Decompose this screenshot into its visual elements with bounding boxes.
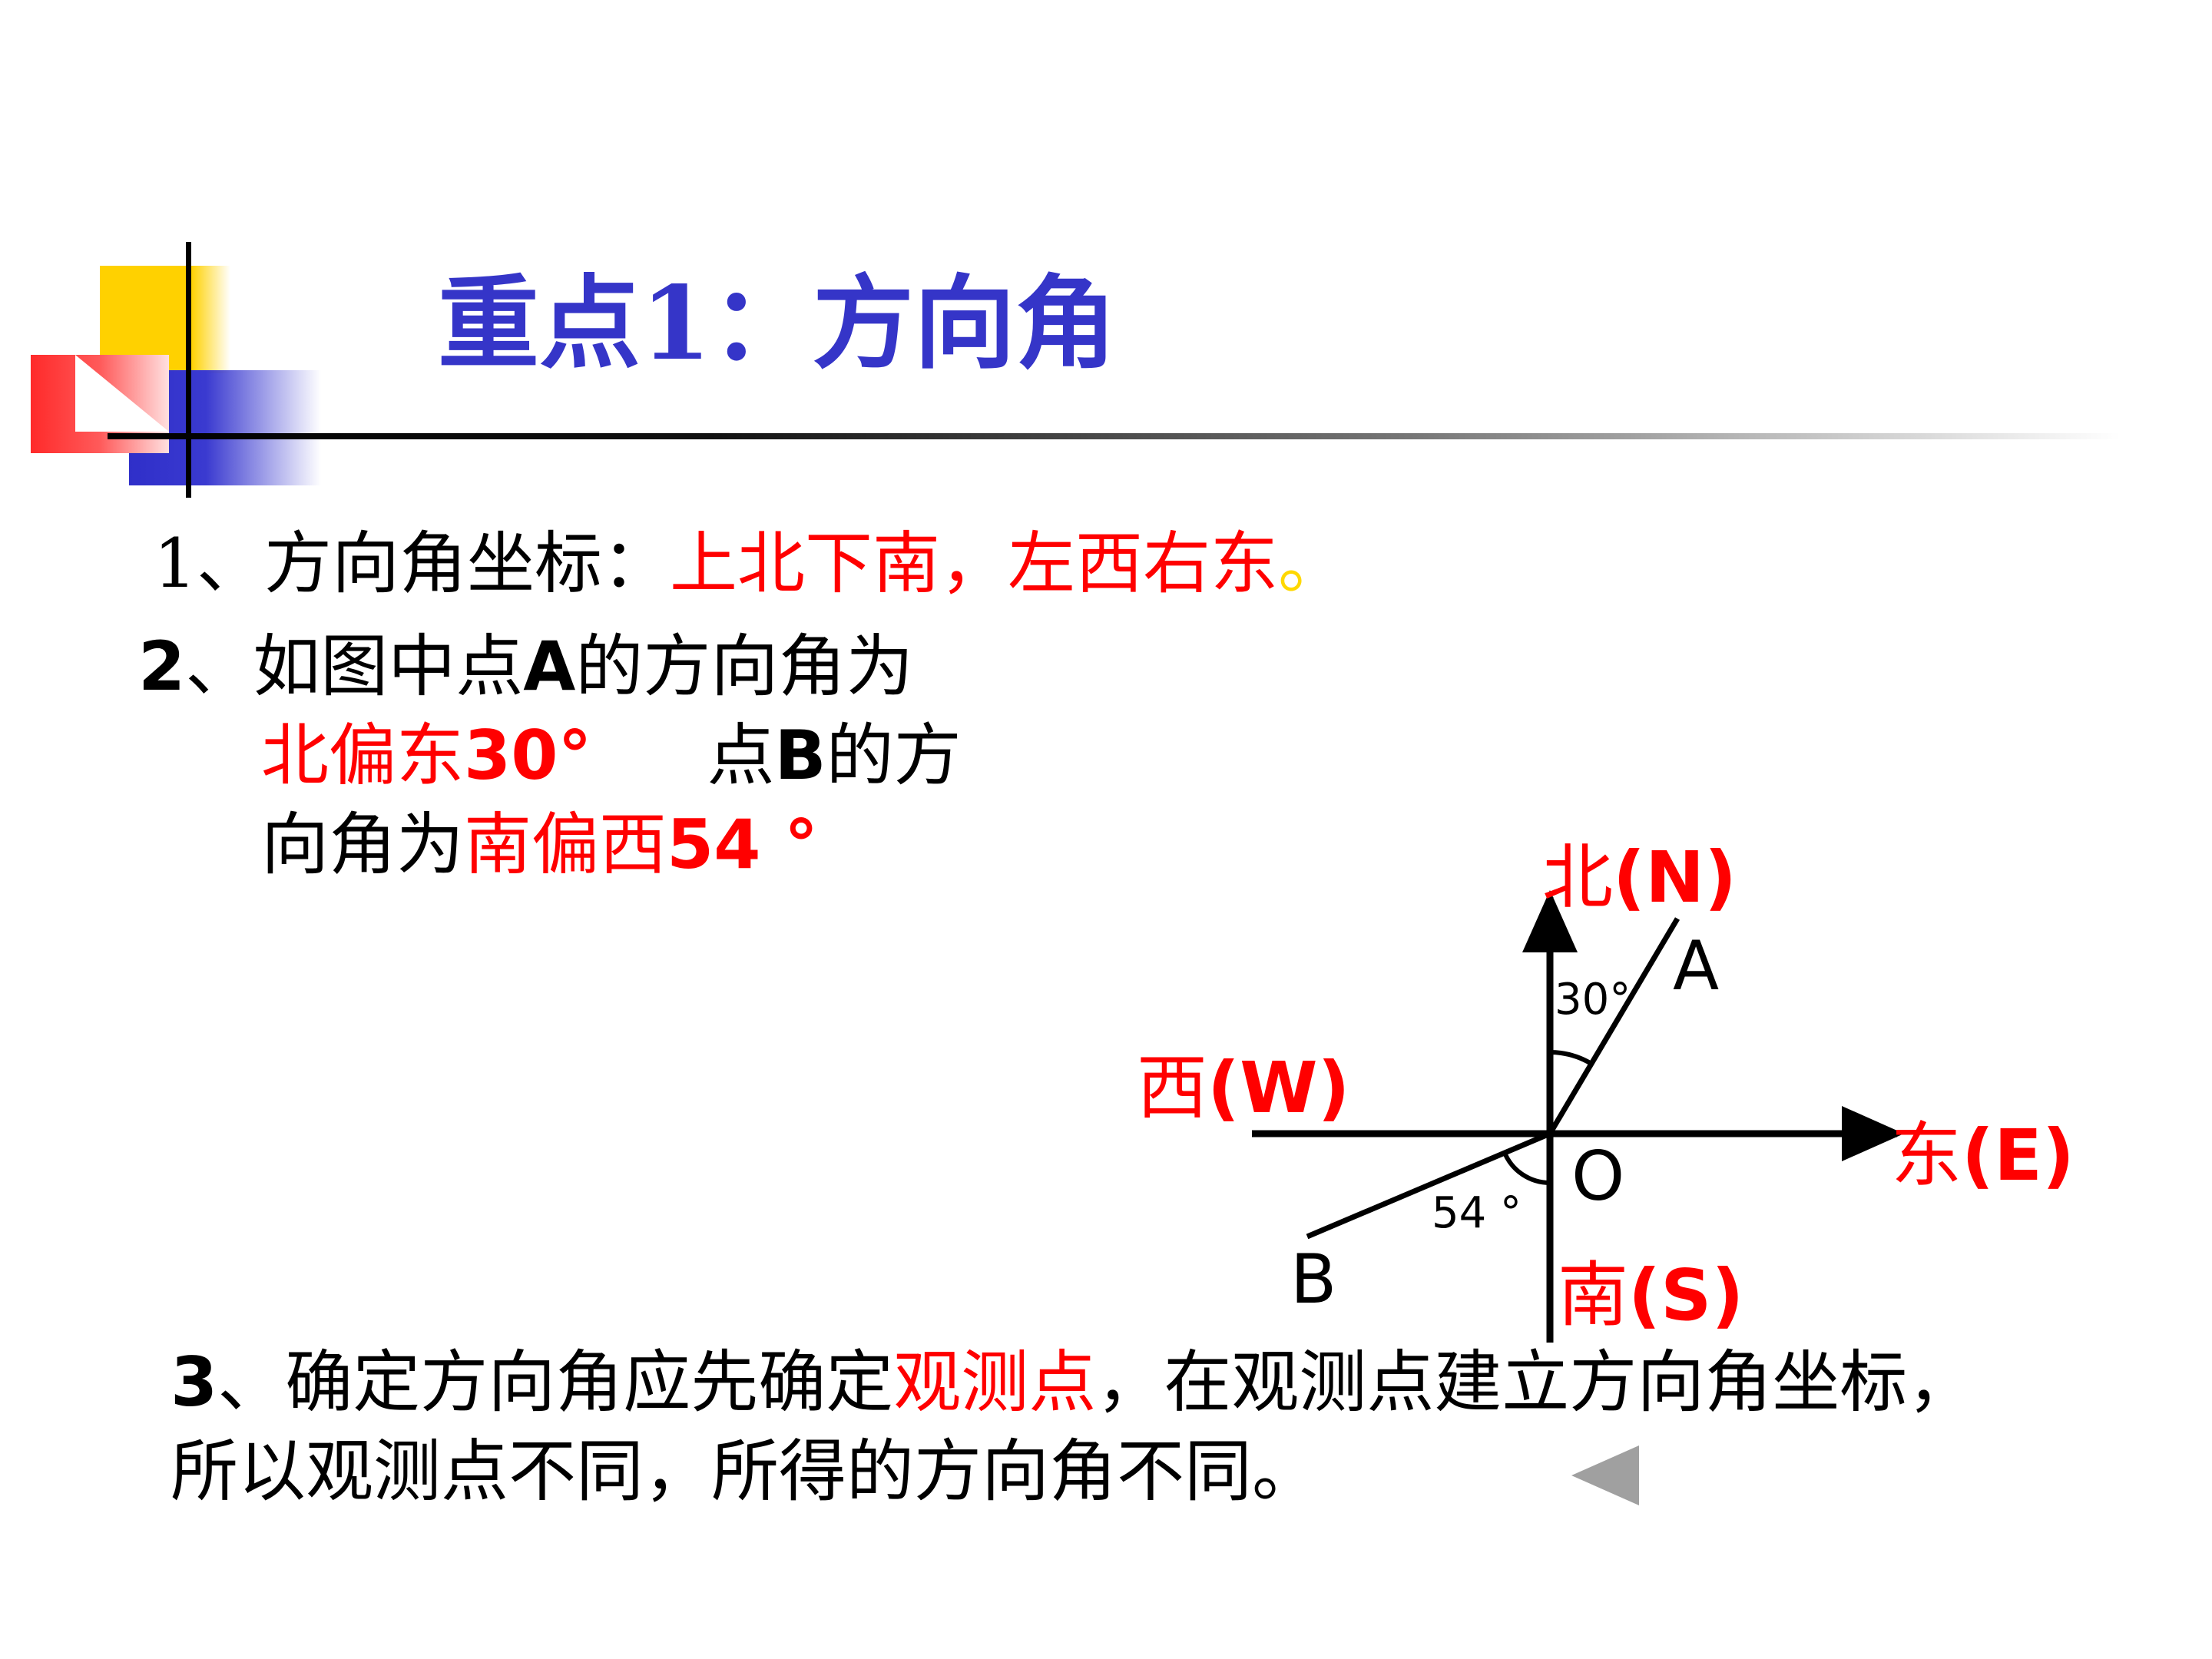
point-1-highlight: 上北下南，左西右东: [670, 524, 1279, 603]
answer-b-number: 54 °: [667, 805, 819, 884]
angle-a-label: 30°: [1555, 975, 1631, 1025]
point-2-text-e: 向角为: [261, 805, 465, 884]
point-2-text-c: 点: [707, 716, 775, 795]
angle-b-label: 54 °: [1432, 1188, 1522, 1238]
point-2-line-3: 向角为南偏西54 °: [261, 811, 818, 879]
point-1-end: 。: [1278, 524, 1346, 603]
header-horizontal-rule: [108, 433, 2120, 439]
point-3-line-2: 所以观测点不同，所得的方向角不同。: [171, 1432, 1320, 1511]
answer-a-text: 北偏东: [261, 716, 465, 795]
point-2-text-a: 、如图中点: [185, 627, 524, 706]
point-3-text-b: ，在观测点建立方向角坐标，: [1096, 1343, 1975, 1422]
point-1: 1、方向角坐标：上北下南，左西右东。: [154, 530, 1346, 598]
answer-a-number: 30°: [464, 716, 592, 795]
point-3-highlight: 观测点: [893, 1343, 1097, 1422]
point-3-line-1: 3、确定方向角应先确定观测点，在观测点建立方向角坐标，: [171, 1349, 1975, 1416]
point-2-line-2: 北偏东30°点B的方: [261, 722, 962, 790]
origin-label: O: [1571, 1137, 1624, 1216]
point-2-label-b: B: [774, 716, 826, 795]
answer-b-text: 南偏西: [464, 805, 667, 884]
point-3-text-a: 、确定方向角应先确定: [217, 1343, 894, 1422]
north-label: 北(N): [1542, 836, 1737, 919]
slide-title: 重点1：方向角: [438, 264, 1117, 383]
angle-arc-a: [1549, 1050, 1593, 1066]
ray-ob: [1306, 1131, 1551, 1240]
point-1-prefix: 1、方向角坐标：: [154, 524, 670, 603]
point-2-label-a: A: [523, 627, 576, 706]
west-label: 西(W): [1137, 1047, 1350, 1129]
south-label: 南(S): [1558, 1254, 1743, 1336]
point-b-label: B: [1290, 1240, 1336, 1319]
point-a-label: A: [1673, 926, 1719, 1005]
header-vertical-rule: [186, 242, 191, 498]
east-label: 东(E): [1891, 1114, 2075, 1197]
point-2-number: 2: [138, 627, 186, 706]
ray-oa: [1547, 917, 1681, 1135]
triangle-left-icon[interactable]: [1570, 1444, 1641, 1507]
angle-arc-b: [1502, 1151, 1551, 1186]
point-2-text-b: 的方向角为: [575, 627, 914, 706]
point-3-number: 3: [171, 1343, 218, 1422]
point-2-text-d: 的方: [826, 716, 962, 795]
point-2-line-1: 2、如图中点A的方向角为: [138, 633, 913, 700]
